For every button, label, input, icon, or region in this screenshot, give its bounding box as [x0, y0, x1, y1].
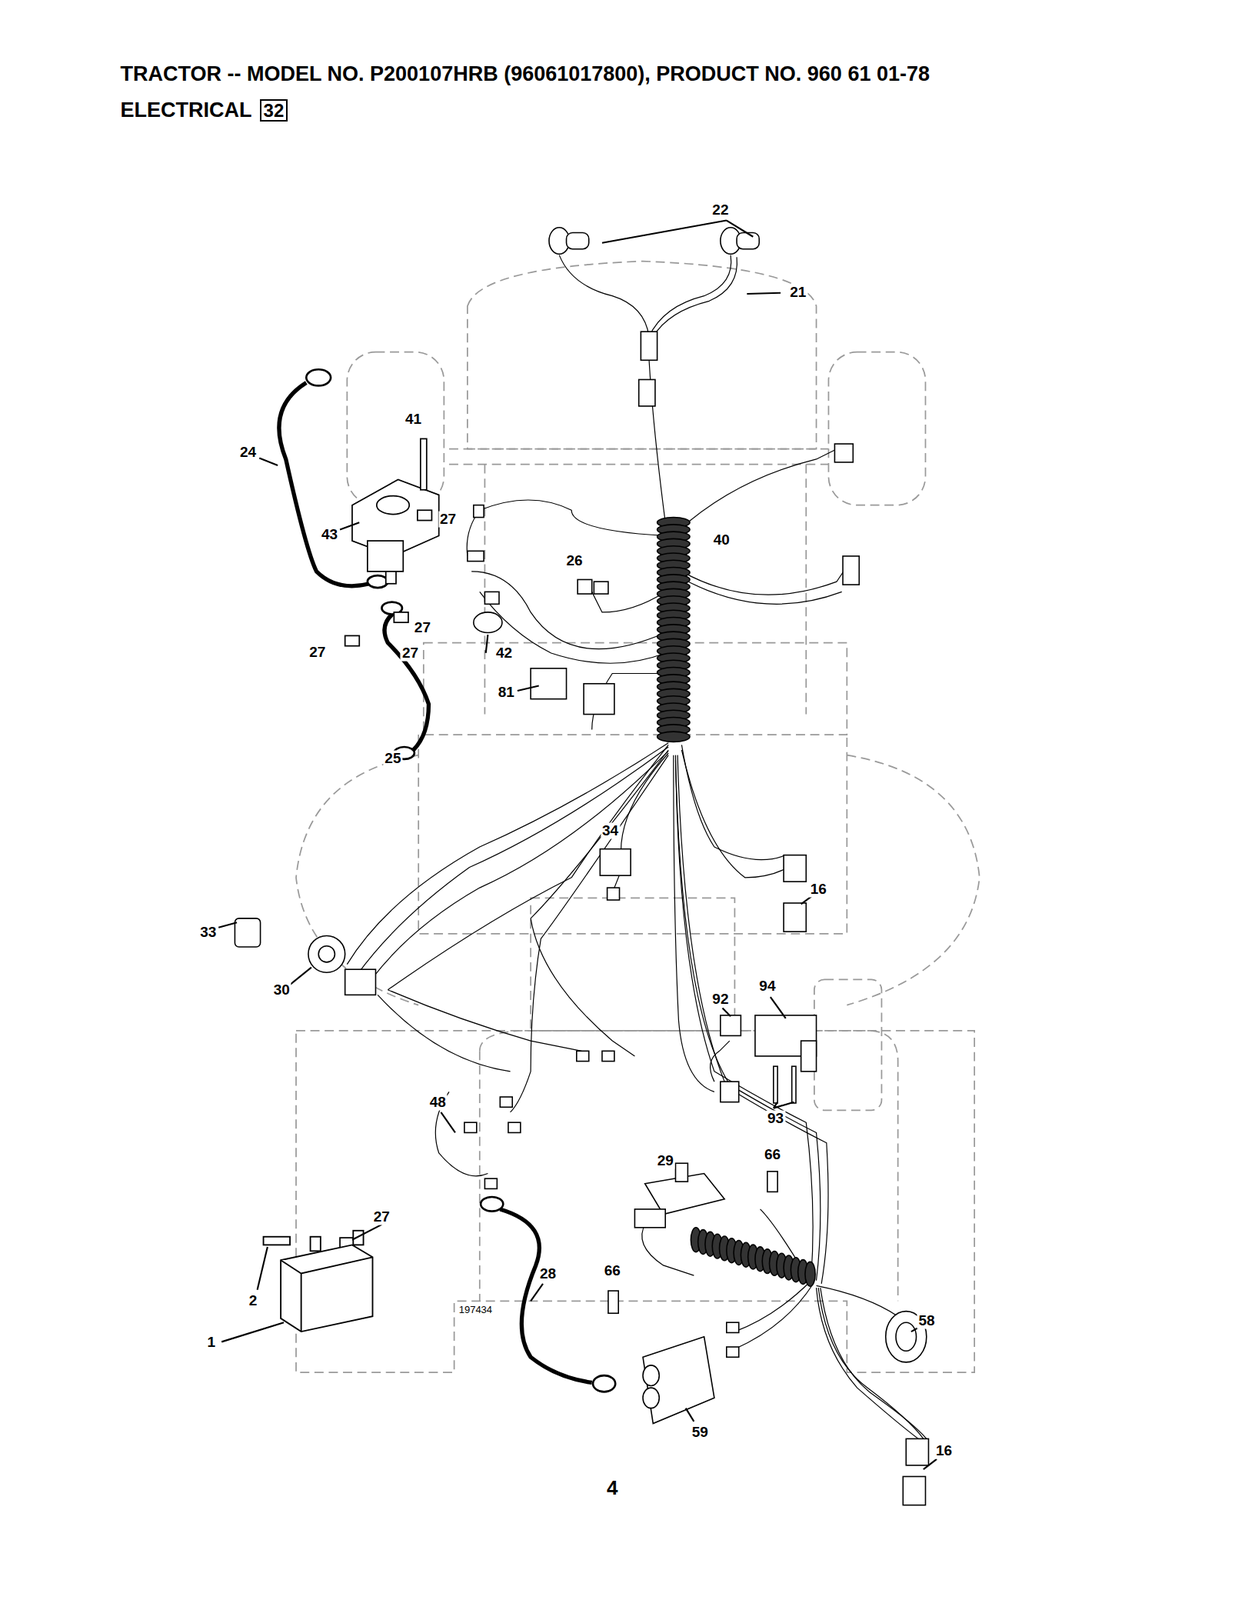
harness-loom: [657, 731, 690, 742]
callout-number: 43: [319, 526, 340, 543]
callout-number: 28: [538, 1265, 558, 1282]
callout-number: 58: [916, 1312, 936, 1329]
callout-number: 29: [655, 1151, 676, 1169]
callout-number: 30: [272, 982, 292, 999]
callout-number: 81: [496, 683, 516, 700]
callout-number: 27: [400, 645, 420, 662]
callout-number: 93: [765, 1110, 786, 1127]
callout-number: 21: [788, 283, 808, 300]
callout-number: 16: [808, 880, 829, 897]
section-box: 32: [259, 99, 289, 122]
page-number: 4: [605, 1475, 620, 1498]
callout-number: 92: [710, 991, 730, 1008]
callout-number: 26: [565, 552, 585, 569]
callout-number: 22: [710, 202, 730, 219]
callout-number: 59: [690, 1423, 710, 1440]
callout-number: 27: [412, 619, 433, 636]
harness-loom: [805, 1261, 816, 1286]
callout-number: 25: [382, 750, 403, 767]
callout-number: 41: [403, 411, 423, 428]
callout-number: 48: [428, 1094, 448, 1111]
section-number: 32: [263, 99, 285, 121]
callout-number: 66: [762, 1145, 783, 1162]
drawing-number: 197434: [457, 1303, 494, 1315]
callout-number: 27: [307, 644, 327, 661]
callout-number: 94: [757, 977, 777, 994]
callout-number: 1: [205, 1334, 217, 1351]
callout-number: 2: [247, 1291, 260, 1309]
callout-number: 16: [934, 1441, 954, 1459]
callout-number: 33: [198, 923, 218, 940]
page-title: TRACTOR -- MODEL NO. P200107HRB (9606101…: [120, 63, 930, 87]
callout-number: 42: [494, 645, 514, 662]
callout-number: 27: [372, 1208, 392, 1225]
callout-number: 24: [238, 443, 258, 460]
section-title: ELECTRICAL: [120, 99, 253, 123]
callout-number: 27: [438, 511, 458, 528]
callout-number: 34: [600, 822, 620, 839]
callout-number: 40: [712, 532, 732, 549]
callout-number: 66: [602, 1262, 623, 1279]
